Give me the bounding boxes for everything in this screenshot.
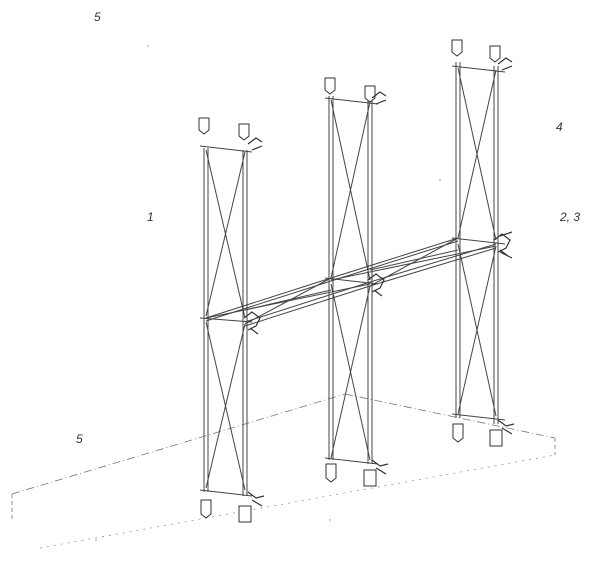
ledger-back-1b: [206, 281, 331, 321]
frame-middle-brace-2: [331, 102, 370, 278]
coupler-icon: [368, 274, 384, 296]
ledger-back-2: [331, 238, 458, 278]
ground-outline: [12, 394, 555, 548]
bracket-clamp-icon: [452, 40, 462, 56]
ground-anchor-icon: [453, 424, 463, 442]
frame-right-brace-2: [458, 70, 496, 238]
couplers: [244, 58, 514, 506]
ground-anchor-icon: [326, 464, 336, 482]
callout-left-lower: 5: [76, 432, 83, 446]
callout-top-left: 5: [94, 10, 101, 24]
callout-left-middle: 1: [147, 210, 154, 224]
frame-middle-brace-4: [331, 286, 370, 458]
speckles: [95, 45, 441, 541]
callout-right-middle: 2, 3: [560, 210, 581, 224]
ledger-front-2b: [370, 248, 496, 286]
frame-left-brace-2: [206, 152, 245, 316]
frame-left-top-bar: [200, 146, 252, 152]
coupler-icon: [244, 312, 260, 334]
speckle: [329, 519, 331, 521]
frame-left: [200, 146, 252, 496]
plan-brace-1b: [245, 278, 331, 324]
frame-middle-top-bar: [325, 98, 378, 104]
speckle: [95, 539, 97, 541]
ledger-back-1: [206, 278, 331, 318]
plan-brace-2a: [331, 246, 496, 280]
frame-left-brace-4: [206, 324, 245, 488]
ground-anchor-icon: [239, 506, 251, 522]
frame-middle: [325, 96, 378, 464]
speckle: [147, 45, 149, 47]
frame-right-bottom-bar: [452, 414, 505, 420]
bracket-clamp-icon: [365, 86, 375, 102]
diag-ledger-1: [245, 290, 331, 310]
speckle: [439, 179, 441, 181]
bracket-clamps-top: [199, 40, 500, 140]
coupler-icon: [500, 232, 512, 258]
bracket-clamp-icon: [490, 46, 500, 62]
frame-middle-bottom-bar: [325, 458, 378, 464]
coupler-icon: [248, 138, 262, 150]
coupler-icon: [498, 58, 512, 70]
ground-anchor-icon: [201, 500, 211, 518]
coupler-icon: [372, 92, 386, 104]
callout-right-upper: 4: [556, 120, 563, 134]
ground-back-right-edge: [345, 394, 555, 438]
coupler-icon: [248, 492, 264, 506]
bracket-clamp-icon: [199, 118, 209, 134]
frame-left-mid-bar: [200, 318, 252, 322]
ground-anchor-icon: [364, 470, 376, 486]
frame-left-bottom-bar: [200, 490, 252, 496]
plan-brace-2b: [370, 238, 458, 286]
bracing-between-frames: [206, 238, 496, 326]
frame-right-mid-bar: [452, 238, 505, 244]
coupler-icon: [372, 460, 388, 474]
frame-right: [452, 62, 505, 424]
ledger-front-1b: [245, 286, 370, 326]
coupler-icon: [498, 420, 514, 434]
ground-back-left-edge: [12, 394, 345, 494]
ground-front-edge: [40, 455, 555, 548]
ground-anchor-icon: [490, 430, 502, 446]
base-anchors: [201, 424, 502, 522]
bracket-clamp-icon: [325, 78, 335, 94]
frame-right-brace-4: [458, 246, 496, 414]
diag-ledger-2: [370, 250, 458, 270]
ledger-back-2b: [331, 241, 458, 281]
bracket-clamp-icon: [239, 124, 249, 140]
